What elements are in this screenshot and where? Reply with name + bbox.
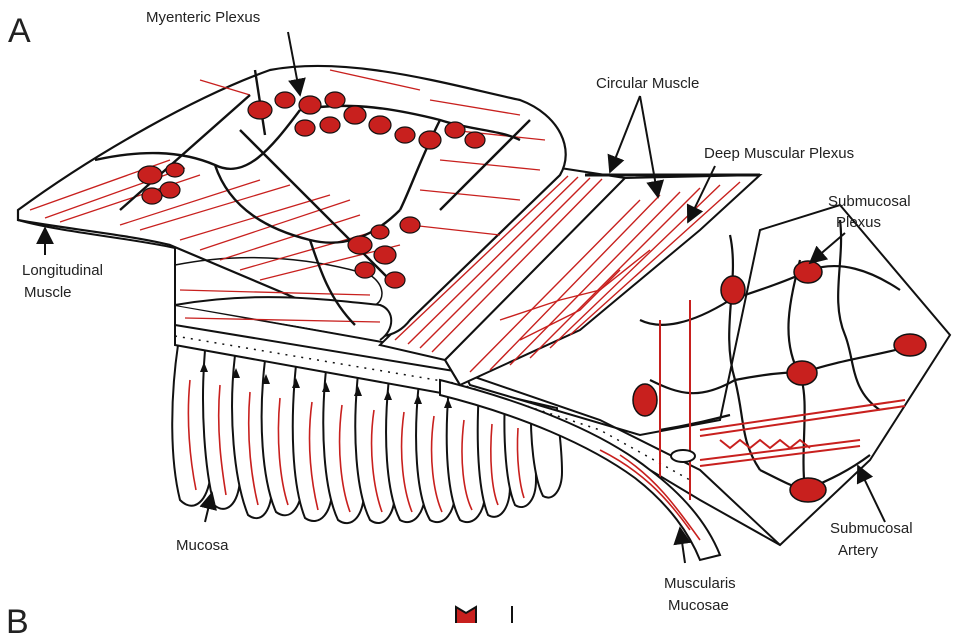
- label-myenteric-plexus: Myenteric Plexus: [146, 9, 260, 27]
- label-submucosal-plexus-line1: Submucosal: [828, 193, 911, 211]
- label-submucosal-artery-line2: Artery: [838, 542, 878, 560]
- diagram-canvas: [0, 0, 953, 623]
- panel-label-a: A: [8, 14, 31, 48]
- panel-b-fragment: [456, 606, 512, 623]
- label-deep-muscular-plexus: Deep Muscular Plexus: [704, 145, 854, 163]
- label-circular-muscle: Circular Muscle: [596, 75, 699, 93]
- gut-wall-diagram: A B Myenteric Plexus Circular Muscle Dee…: [0, 0, 953, 623]
- label-longitudinal-muscle-line2: Muscle: [24, 284, 72, 302]
- label-submucosal-plexus-line2: Plexus: [836, 214, 881, 232]
- label-muscularis-mucosae-line1: Muscularis: [664, 575, 736, 593]
- label-muscularis-mucosae-line2: Mucosae: [668, 597, 729, 615]
- panel-label-b: B: [6, 605, 29, 639]
- label-submucosal-artery-line1: Submucosal: [830, 520, 913, 538]
- label-mucosa: Mucosa: [176, 537, 229, 555]
- label-longitudinal-muscle-line1: Longitudinal: [22, 262, 103, 280]
